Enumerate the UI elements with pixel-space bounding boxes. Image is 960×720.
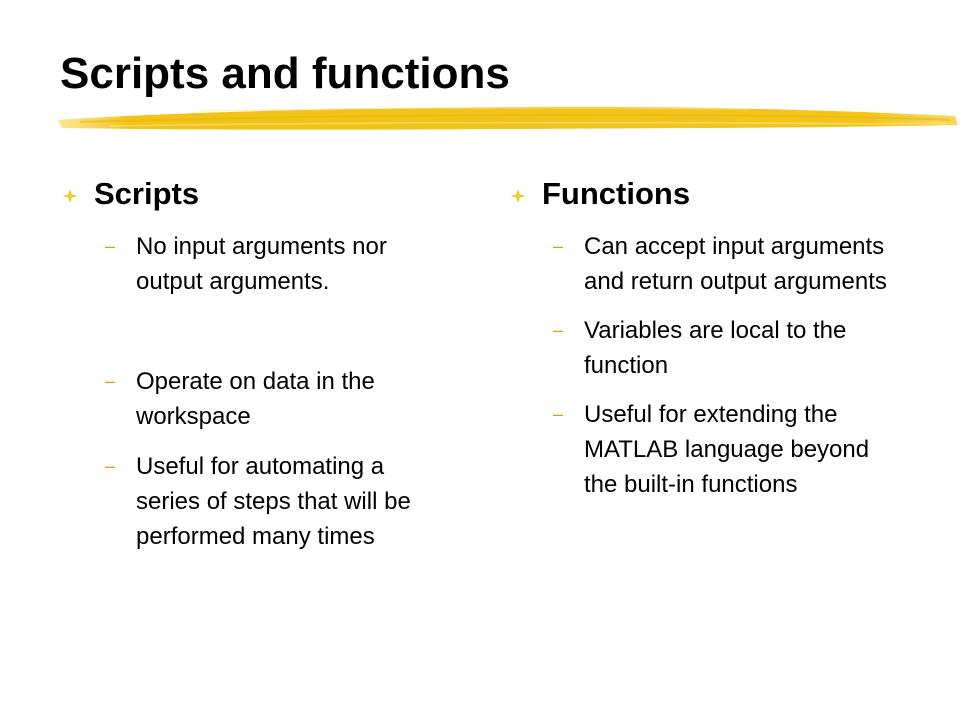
- list-item: – Variables are local to the function: [508, 313, 908, 383]
- dash-bullet: –: [105, 236, 116, 256]
- list-item: – Can accept input arguments and return …: [508, 229, 908, 299]
- item-text: Useful for extending the MATLAB language…: [584, 401, 870, 498]
- slide-title: Scripts and functions: [60, 49, 510, 98]
- item-text: Variables are local to the function: [584, 317, 847, 379]
- four-point-star-icon: [511, 189, 525, 203]
- item-text: No input arguments nor output arguments.: [136, 233, 387, 295]
- item-text: Operate on data in the workspace: [136, 368, 375, 430]
- dash-bullet: –: [553, 236, 564, 256]
- list-item: – Operate on data in the workspace: [60, 364, 450, 434]
- functions-list: – Can accept input arguments and return …: [508, 229, 908, 502]
- scripts-heading: Scripts: [60, 173, 450, 215]
- list-item: – Useful for extending the MATLAB langua…: [508, 397, 908, 502]
- four-point-star-icon: [63, 189, 77, 203]
- dash-bullet: –: [105, 456, 116, 476]
- dash-bullet: –: [553, 320, 564, 340]
- dash-bullet: –: [553, 404, 564, 424]
- item-text: Can accept input arguments and return ou…: [584, 233, 887, 295]
- heading-label: Scripts: [94, 176, 200, 211]
- functions-column: Functions – Can accept input arguments a…: [508, 173, 908, 502]
- list-item: – Useful for automating a series of step…: [60, 449, 450, 554]
- functions-heading: Functions: [508, 173, 908, 215]
- scripts-column: Scripts – No input arguments nor output …: [60, 173, 450, 554]
- highlighter-underline: [58, 106, 958, 130]
- item-text: Useful for automating a series of steps …: [136, 453, 411, 550]
- dash-bullet: –: [105, 371, 116, 391]
- scripts-list: – No input arguments nor output argument…: [60, 229, 450, 554]
- heading-label: Functions: [542, 176, 691, 211]
- list-item: – No input arguments nor output argument…: [60, 229, 450, 299]
